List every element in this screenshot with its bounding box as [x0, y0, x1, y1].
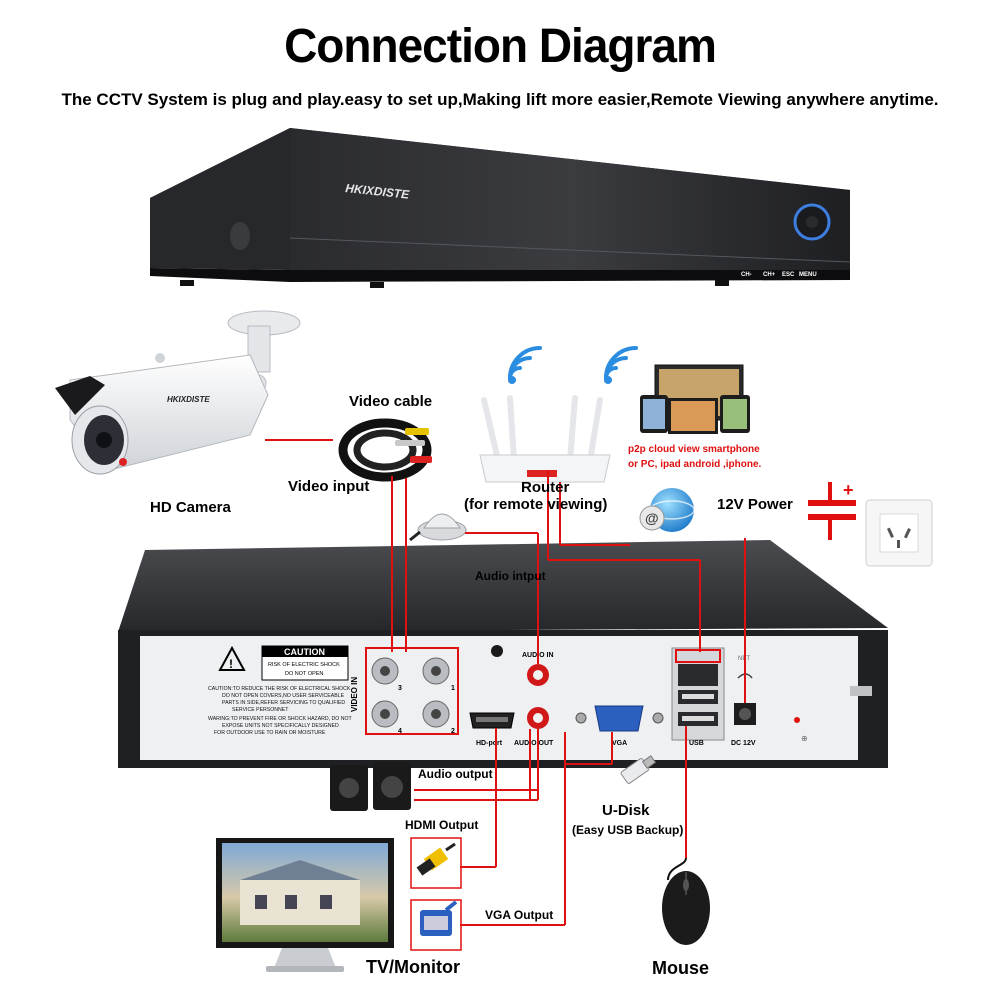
router-label: Router [521, 479, 570, 496]
warning-line-2: PARTS IN SIDE,REFER SERVICING TO QUALIFI… [222, 700, 345, 706]
router-illustration [479, 346, 638, 483]
p2p-note-line2: or PC, ipad android ,iphone. [628, 459, 762, 470]
vga-cable-icon [420, 900, 458, 936]
caution-sub-1: DO NOT OPEN [285, 671, 323, 677]
warning-line-6: FOR OUTDOOR USE TO RAIN OR MOISTURE [214, 730, 326, 736]
audio-output-label: Audio output [418, 767, 493, 781]
udisk-sublabel: (Easy USB Backup) [572, 823, 684, 837]
bnc-number-2: 2 [451, 728, 455, 735]
dvr-front-buttons: CH- CH+ ESC MENU [741, 272, 817, 278]
dc-port-label: DC 12V [731, 740, 756, 747]
warning-line-1: DO NOT OPEN COVERS,NO USER SERVICEABLE [222, 693, 345, 699]
router-sublabel: (for remote viewing) [464, 496, 608, 513]
dvr-front-unit [150, 128, 851, 288]
mouse-illustration [662, 857, 710, 945]
speakers-icon [330, 762, 411, 811]
bnc-number-3: 3 [398, 685, 402, 692]
warning-line-5: EXPOSE UNITS NOT SPECIFICALLY DESIGNED [222, 723, 339, 729]
svg-text:+: + [843, 480, 854, 500]
bnc-number-1: 1 [451, 685, 455, 692]
caution-title: CAUTION [284, 647, 325, 657]
mouse-label: Mouse [652, 958, 710, 978]
connection-lines [265, 439, 746, 926]
dvr-btn-ch-plus: CH+ [763, 272, 776, 278]
wall-socket-icon [865, 499, 933, 567]
usb-net-block [671, 647, 725, 741]
microphone-icon [409, 513, 467, 542]
audio-out-port-label: AUDIO OUT [514, 740, 554, 747]
camera-illustration [55, 310, 301, 475]
page-title: Connection Diagram [284, 17, 717, 73]
usb-port-label: USB [689, 740, 704, 747]
hd-camera-label: HD Camera [150, 499, 231, 516]
hdmi-port-label: HD-port [476, 740, 503, 747]
hdmi-output-label: HDMI Output [405, 818, 479, 832]
svg-text:@: @ [645, 510, 659, 526]
warning-line-4: WARING:TO PREVENT FIRE OR SHOCK HAZARD, … [208, 716, 353, 722]
video-cable-label: Video cable [349, 393, 433, 410]
dvr-rear-unit [118, 540, 888, 768]
udisk-label: U-Disk [602, 802, 650, 819]
video-in-bnc-block [365, 647, 459, 735]
hdmi-port [469, 712, 515, 729]
video-input-label: Video input [288, 478, 370, 495]
power-label: 12V Power [717, 496, 793, 513]
devices-collage-illustration [640, 364, 750, 434]
bnc-number-4: 4 [398, 728, 402, 735]
warning-text: CAUTION:TO REDUCE THE RISK OF ELECTRICAL… [208, 686, 353, 736]
vga-output-label: VGA Output [485, 908, 554, 922]
warning-line-3: SERVICE PERSONNET [232, 707, 289, 713]
audio-input-label: Audio intput [475, 569, 546, 583]
internet-globe-icon: @ [639, 488, 695, 532]
p2p-note-line1: p2p cloud view smartphone [628, 444, 760, 455]
connector-frames [410, 837, 462, 951]
audio-in-port [527, 664, 549, 686]
dvr-btn-esc: ESC [782, 272, 795, 278]
warning-line-0: CAUTION:TO REDUCE THE RISK OF ELECTRICAL… [208, 686, 351, 692]
tv-monitor-label: TV/Monitor [366, 957, 460, 977]
dc-power-port [734, 673, 756, 725]
video-cable-illustration [338, 418, 432, 482]
video-in-label: VIDEO IN [350, 677, 359, 712]
svg-text:⊕: ⊕ [801, 734, 808, 743]
dvr-btn-ch-minus: CH- [741, 272, 752, 278]
page-subtitle: The CCTV System is plug and play.easy to… [61, 90, 939, 109]
caution-label: ! [218, 645, 349, 681]
dvr-btn-menu: MENU [799, 272, 817, 278]
camera-brand: HKIXDISTE [167, 395, 210, 404]
caution-sub-0: RISK OF ELECTRIC SHOCK [268, 662, 340, 668]
dvr-front-brand: HKIXDISTE [345, 181, 411, 202]
tv-monitor-illustration [216, 838, 394, 972]
power-symbol-icon: + [808, 480, 856, 540]
usb-stick-icon [620, 755, 657, 784]
audio-out-port [527, 707, 549, 729]
hdmi-cable-icon [416, 842, 456, 876]
vga-port-label: VGA [612, 740, 627, 747]
vga-port [575, 705, 664, 732]
svg-text:!: ! [229, 657, 233, 671]
